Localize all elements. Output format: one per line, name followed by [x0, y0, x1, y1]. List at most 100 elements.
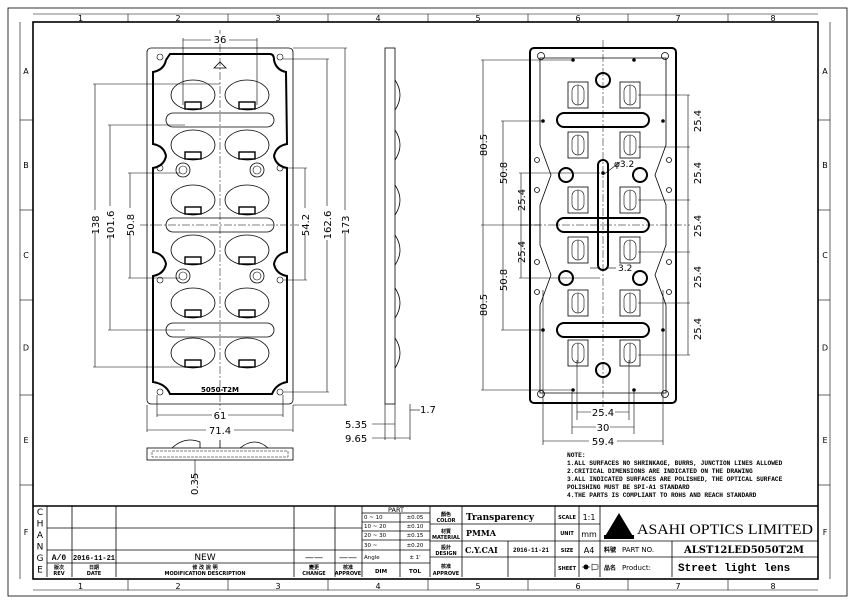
color-value: Transparency	[466, 513, 535, 523]
asahi-logo	[604, 513, 634, 539]
hdr-approve: APPROVE	[335, 571, 362, 577]
column-label: 3	[275, 14, 280, 23]
side-view: 1.7 5.35 9.65	[345, 47, 436, 445]
boss-inner	[252, 271, 262, 281]
mount-hole-icon	[156, 164, 164, 172]
lbl-sheet: SHEET	[558, 566, 577, 572]
change-letters: CHANGE	[37, 508, 44, 576]
hdr-approve-cn: 核准	[343, 564, 353, 571]
lbl-design-cn: 設計	[441, 544, 451, 551]
side-lens-profile	[394, 79, 401, 369]
led-pad	[567, 236, 589, 264]
design-date: 2016-11-21	[513, 547, 549, 554]
lens-optic	[170, 337, 216, 369]
change-letter: A	[37, 531, 44, 541]
boss-outer	[249, 268, 265, 284]
vent-hole-icon	[534, 157, 540, 163]
designer-value: C.Y.CAI	[465, 545, 498, 555]
column-label-bottom: 5	[475, 582, 480, 591]
rev-approve: ——	[339, 553, 357, 563]
dim-5-35: 5.35	[345, 420, 367, 431]
row-label: F	[24, 528, 29, 537]
mount-hole-icon	[276, 388, 284, 396]
dim-54-2: 54.2	[301, 214, 312, 236]
column-label: 7	[675, 14, 680, 23]
row-label: B	[23, 161, 29, 170]
boss-outer	[175, 162, 191, 178]
lens-optic	[170, 234, 216, 266]
dim-25-4-r3: 25.4	[693, 215, 704, 237]
row-label: D	[23, 344, 29, 353]
dim-59-4: 59.4	[592, 437, 614, 448]
projection-symbol-icon	[582, 563, 599, 571]
part-table-dim: DIM	[375, 569, 387, 575]
drawing-border	[32, 21, 819, 580]
row-label-right: E	[822, 436, 827, 445]
back-view: 80.5 80.5 50.8 50.8 25.4 25.4 25.4 25.4 …	[479, 40, 704, 448]
led-pocket	[238, 206, 256, 215]
column-label-bottom: 3	[275, 582, 280, 591]
vent-hole-icon	[666, 289, 672, 295]
column-label: 6	[575, 14, 580, 23]
lens-optic	[170, 129, 216, 161]
led-pad	[567, 289, 589, 317]
direction-arrow-icon	[213, 61, 227, 69]
row-label-right: D	[822, 344, 828, 353]
boss-inner	[252, 165, 262, 175]
lens-optic	[224, 184, 270, 216]
lens-optic	[170, 184, 216, 216]
boss-outer	[175, 268, 191, 284]
lens-optic	[224, 129, 270, 161]
hdr-date-cn: 日期	[89, 564, 99, 571]
vent-hole-icon	[666, 187, 672, 193]
dim-36: 36	[214, 35, 227, 46]
rev-value: A/0	[52, 554, 67, 563]
note-4: 4.THE PARTS IS COMPLIANT TO ROHS AND REA…	[567, 492, 757, 499]
dim-50-8: 50.8	[126, 214, 137, 236]
gate-dot	[632, 58, 636, 62]
dim-71-4: 71.4	[209, 426, 231, 437]
dim-dia-3-2: φ3.2	[614, 160, 634, 170]
dim-61: 61	[214, 411, 227, 422]
note-1: 1.ALL SURFACES NO SHRINKAGE, BURRS, JUNC…	[567, 460, 783, 467]
corner-hole-icon	[661, 390, 669, 398]
mount-hole-icon	[156, 388, 164, 396]
part-table-tol: ±0.20	[407, 543, 424, 549]
part-table-range: Angle	[364, 555, 380, 561]
lens-optic	[224, 337, 270, 369]
dim-80-5-bottom: 80.5	[479, 294, 490, 316]
locating-boss	[558, 167, 574, 183]
part-table-range: 30 ~	[364, 543, 378, 549]
back-dimension-lines	[481, 59, 690, 445]
outer-border	[7, 7, 848, 597]
dim-25-4-r1: 25.4	[693, 110, 704, 132]
dim-30: 30	[597, 423, 610, 434]
part-table-tol: ± 1'	[409, 555, 420, 561]
led-pocket	[184, 359, 202, 368]
led-pocket	[184, 309, 202, 318]
change-letter: C	[37, 508, 43, 518]
channel	[165, 112, 275, 128]
boss-inner	[178, 271, 188, 281]
dim-25-4-left-top: 25.4	[517, 189, 528, 211]
part-table-tol: ±0.10	[407, 524, 424, 530]
locating-boss	[632, 167, 648, 183]
change-letter: G	[37, 554, 44, 564]
part-no-value: ALST12LED5050T2M	[683, 545, 804, 556]
change-letter: H	[37, 520, 44, 530]
rev-date: 2016-11-21	[73, 555, 115, 563]
column-label-bottom: 4	[375, 582, 380, 591]
title-block: CHANGE A/0 2016-11-21 NEW —— —— 版次 REV 日…	[33, 505, 818, 577]
dim-50-8-bottom: 50.8	[499, 269, 510, 291]
company-name: ASAHI OPTICS LIMITED	[637, 522, 813, 538]
rev-change: ——	[305, 553, 323, 563]
vent-hole-icon	[534, 259, 540, 265]
locating-boss	[632, 270, 648, 286]
lens-optic	[224, 287, 270, 319]
column-label: 2	[175, 14, 180, 23]
part-table-range: 0 ~ 10	[364, 515, 383, 521]
hdr-rev: REV	[53, 571, 64, 577]
